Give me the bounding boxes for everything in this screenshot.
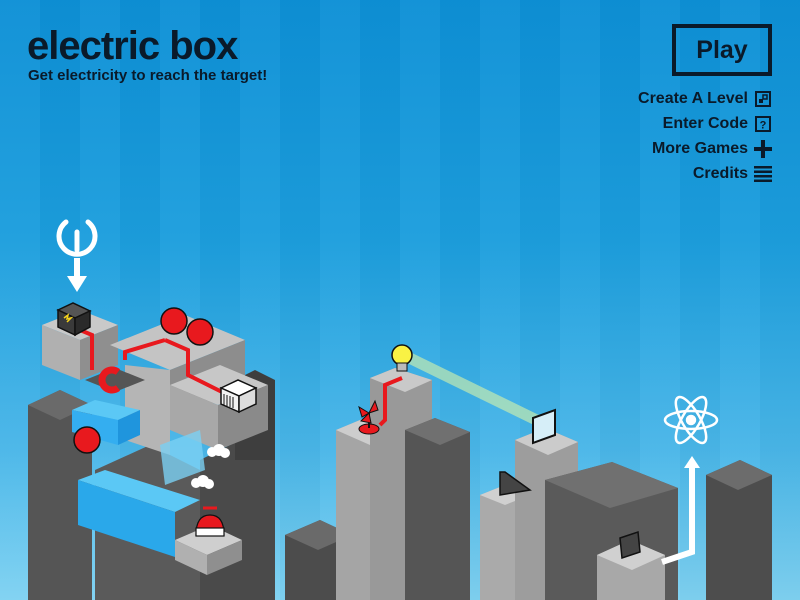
fan-wheels-icon — [73, 307, 214, 454]
power-icon — [56, 219, 98, 257]
right-towers — [480, 428, 772, 600]
left-wires — [79, 328, 223, 394]
question-box-icon: ? — [754, 115, 772, 133]
arrow-up-icon — [661, 456, 700, 565]
create-level-icon — [754, 90, 772, 108]
menu-more-games[interactable]: More Games — [638, 136, 772, 161]
menu-credits[interactable]: Credits — [638, 161, 772, 186]
main-menu: Create A Level Enter Code ? More Games C… — [638, 86, 772, 186]
play-button[interactable]: Play — [672, 24, 772, 76]
laser-emitter-icon — [499, 471, 532, 496]
game-logo: electric box — [27, 24, 238, 68]
kettle-icon — [195, 506, 225, 537]
light-bulb-icon — [391, 344, 413, 372]
tagline: Get electricity to reach the target! — [28, 67, 268, 84]
arrow-down-icon — [67, 258, 87, 292]
menu-create-level[interactable]: Create A Level — [638, 86, 772, 111]
light-beam — [405, 352, 545, 428]
receiver-icon — [619, 530, 641, 560]
barcode-box-icon — [219, 379, 258, 414]
magnet-icon — [98, 366, 121, 394]
left-towers — [28, 310, 275, 600]
mirror-icon — [532, 408, 556, 445]
steam-icon — [191, 444, 230, 489]
list-icon — [754, 165, 772, 183]
middle-towers — [285, 368, 470, 600]
atom-icon — [663, 395, 719, 445]
plus-icon — [754, 139, 772, 158]
battery-icon — [56, 302, 92, 337]
menu-enter-code[interactable]: Enter Code ? — [638, 111, 772, 136]
svg-text:?: ? — [760, 119, 767, 131]
fan-icon — [358, 399, 380, 435]
